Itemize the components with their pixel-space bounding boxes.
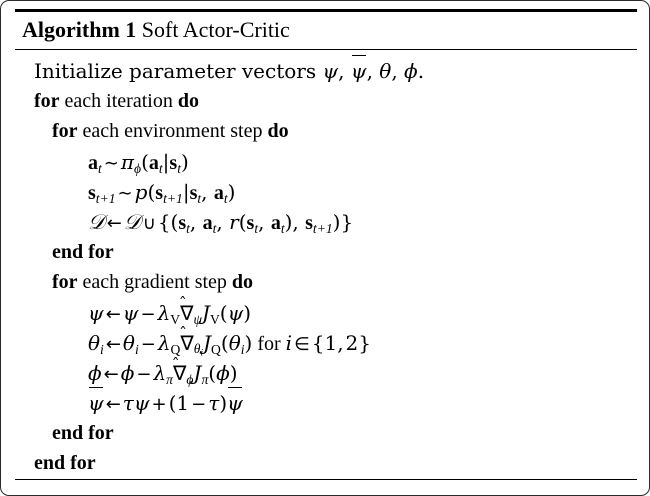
symbol-psi-bar: ψ [88,386,104,418]
symbol-script-d: 𝒟 [88,209,105,234]
algorithm-title-rule [15,49,637,50]
nabla-hat-icon: ̂∇ [180,300,194,325]
vector-s: s [88,181,96,204]
algorithm-line-1: Initialize parameter vectors ψ, ψ, θ, ϕ. [15,54,637,86]
algorithm-line-5: st+1∼p(st+1|st, at) [88,179,236,206]
algorithm-line-2: for each iteration do [15,86,637,116]
algorithm-line-8: for each gradient step do [15,267,637,297]
keyword-for: for [34,90,60,113]
algorithm-line-14: end for [15,448,637,478]
algorithm-block: Algorithm 1 Soft Actor-Critic Initialize… [15,9,637,480]
algorithm-line-10: θi←θi−λQ̂∇θiJQ(θi) for i∈{1, 2} [15,328,637,358]
algorithm-title-name: Soft Actor-Critic [141,17,290,42]
keyword-end-for: end for [52,422,114,445]
keyword-for: for [52,271,78,294]
line-8-text: each gradient step [82,271,227,294]
keyword-end-for: end for [52,241,114,264]
line-2-text: each iteration [64,90,173,113]
symbol-phi: ϕ [404,59,418,83]
keyword-end-for: end for [34,452,96,475]
symbol-theta: θ [379,59,392,83]
algorithm-title-keyword: Algorithm 1 [22,17,137,42]
algorithm-bottom-rule [15,478,637,480]
vector-a: a [88,151,98,174]
symbol-psi-bar: ψ [351,54,367,86]
algorithm-line-13: end for [15,418,637,448]
nabla-hat-icon: ̂∇ [172,360,187,385]
algorithm-line-4: at∼πϕ(at|st) [88,149,189,176]
algorithm-top-rule [15,9,637,12]
line-1-text: Initialize parameter vectors [34,59,323,83]
keyword-do: do [267,120,289,143]
line-3-text: each environment step [82,120,263,143]
algorithm-line-9: ψ←ψ−λV̂∇ψJV(ψ) [15,298,637,328]
symbol-psi: ψ [322,59,339,83]
keyword-for: for [52,120,78,143]
algorithm-line-7: end for [15,237,637,267]
keyword-do: do [177,90,199,113]
algorithm-line-6: 𝒟←𝒟∪{(st, at, r(st, at), st+1)} [88,209,354,236]
algorithm-line-11: ϕ←ϕ−λπ̂∇ϕJπ(ϕ) [15,358,637,388]
nabla-hat-icon: ̂∇ [180,330,194,355]
keyword-do: do [231,271,254,294]
algorithm-body: Initialize parameter vectors ψ, ψ, θ, ϕ.… [15,50,637,479]
algorithm-line-12: ψ←τψ+(1−τ)ψ [15,386,637,418]
symbol-pi: π [120,149,135,174]
algorithm-line-3: for each environment step do [15,116,637,146]
algorithm-title: Algorithm 1 Soft Actor-Critic [15,12,637,49]
